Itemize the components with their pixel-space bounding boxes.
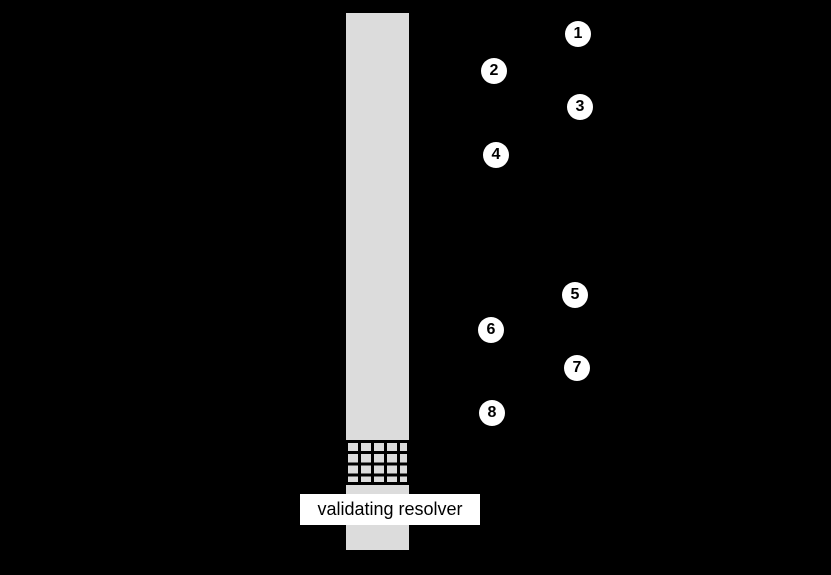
step-badge-7: 7 bbox=[564, 355, 590, 381]
step-badge-8: 8 bbox=[479, 400, 505, 426]
resolver-label: validating resolver bbox=[300, 494, 480, 525]
validation-activity-grid bbox=[345, 440, 410, 485]
step-badge-5: 5 bbox=[562, 282, 588, 308]
step-badge-6: 6 bbox=[478, 317, 504, 343]
step-badge-3: 3 bbox=[567, 94, 593, 120]
step-badge-4: 4 bbox=[483, 142, 509, 168]
step-badge-2: 2 bbox=[481, 58, 507, 84]
step-badge-1: 1 bbox=[565, 21, 591, 47]
